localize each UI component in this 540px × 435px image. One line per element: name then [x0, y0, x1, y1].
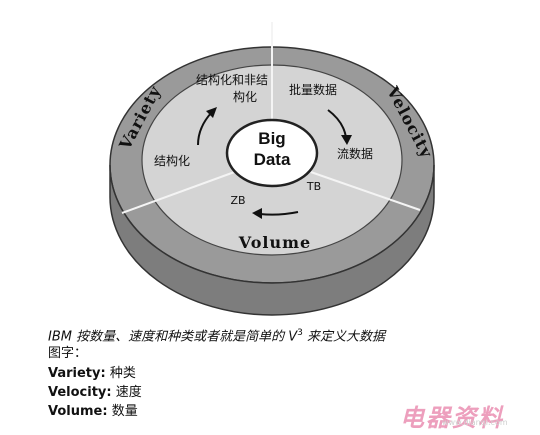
variety-sector-label-bottom: 结构化	[154, 153, 190, 168]
variety-arrowhead-icon	[206, 107, 217, 118]
legend-meaning: 数量	[111, 404, 138, 419]
legend-item-variety: Variety: 种类	[48, 362, 136, 381]
legend-title: 图字：	[48, 346, 88, 361]
caption-title-sup: 3	[297, 328, 303, 338]
caption-title-v: V	[288, 329, 298, 345]
legend-term: Volume:	[48, 404, 108, 419]
legend-term: Velocity:	[48, 385, 112, 400]
caption-title-prefix: IBM	[48, 329, 72, 345]
volume-sector-label-tb: TB	[306, 180, 321, 193]
volume-label: Volume	[238, 233, 311, 252]
legend-meaning: 速度	[115, 385, 142, 400]
volume-arrowhead-icon	[252, 208, 262, 219]
center-label-line1: Big	[258, 129, 285, 148]
caption-title: IBM 按数量、速度和种类或者就是简单的 V3 来定义大数据	[48, 324, 385, 346]
velocity-arrowhead-icon	[341, 135, 352, 145]
sector-divider-right	[304, 169, 421, 211]
watermark-url: www.dianqi.com	[442, 418, 508, 427]
legend-item-volume: Volume: 数量	[48, 400, 138, 419]
sector-divider-left	[121, 169, 241, 214]
caption-title-text: 按数量、速度和种类或者就是简单的	[76, 329, 285, 345]
velocity-sector-label-top: 批量数据	[289, 82, 337, 97]
variety-sector-label-top2: 构化	[233, 89, 257, 104]
legend-item-velocity: Velocity: 速度	[48, 381, 142, 400]
variety-sector-label-top1: 结构化和非结	[196, 72, 268, 87]
legend-meaning: 种类	[109, 366, 136, 381]
legend-term: Variety:	[48, 366, 106, 381]
volume-arrow-icon	[259, 211, 299, 216]
center-label-line2: Data	[254, 150, 291, 169]
watermark-logo: 电器资料	[400, 404, 504, 432]
center-circle	[225, 118, 319, 188]
volume-sector-label-zb: ZB	[230, 194, 245, 207]
disc-side	[109, 164, 435, 316]
caption-title-suffix: 来定义大数据	[307, 329, 386, 345]
velocity-sector-label-bottom: 流数据	[337, 146, 373, 161]
